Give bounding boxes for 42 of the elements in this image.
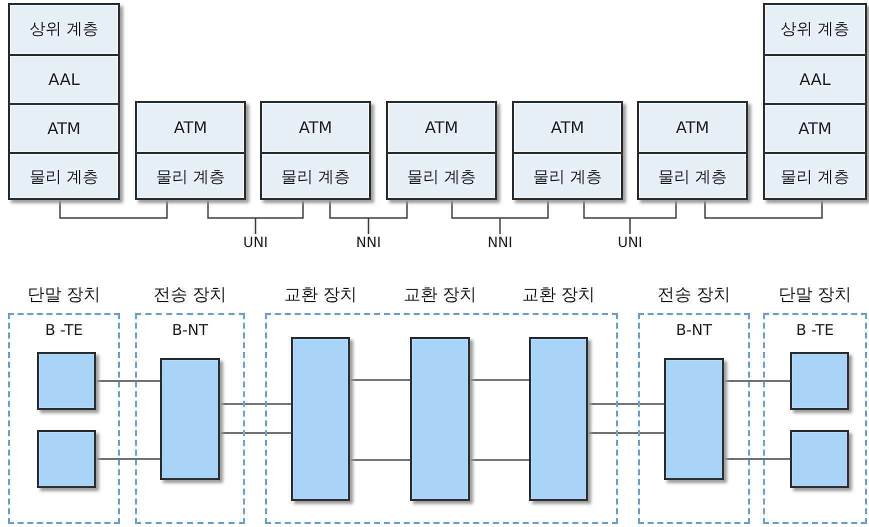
layer-label: 상위 계층 — [28, 18, 100, 40]
layer-label: AAL — [765, 54, 865, 103]
device-box — [37, 430, 96, 488]
layer-label: ATM — [550, 117, 586, 139]
layer-label: 물리 계층 — [639, 152, 746, 201]
device-label: B-NT — [170, 321, 210, 339]
device-box — [664, 358, 724, 480]
device-heading: 교환 장치 — [402, 284, 478, 306]
protocol-stack — [763, 3, 867, 200]
device-label: B -TE — [795, 321, 835, 339]
protocol-stack — [512, 101, 623, 200]
device-box — [160, 358, 220, 480]
layer-label: ATM — [424, 117, 460, 139]
layer-label: 물리 계층 — [514, 152, 621, 201]
group-heading: 단말 장치 — [26, 284, 102, 306]
protocol-stack — [637, 101, 748, 200]
device-box — [790, 352, 849, 410]
device-box — [790, 430, 849, 488]
protocol-stack — [8, 3, 120, 200]
layer-label: 물리 계층 — [10, 152, 118, 201]
layer-label: ATM — [765, 103, 865, 152]
layer-label: 물리 계층 — [262, 152, 369, 201]
device-heading: 교환 장치 — [282, 284, 358, 306]
layer-label: 물리 계층 — [137, 152, 244, 201]
layer-label: 물리 계층 — [765, 152, 865, 201]
protocol-stack — [260, 101, 371, 200]
group-heading: 전송 장치 — [152, 284, 228, 306]
layer-label: AAL — [10, 54, 118, 103]
layer-label: ATM — [10, 103, 118, 152]
protocol-stack — [386, 101, 497, 200]
group-heading: 전송 장치 — [656, 284, 732, 306]
layer-label: ATM — [298, 117, 334, 139]
layer-label: ATM — [172, 117, 208, 139]
layer-label: ATM — [674, 117, 710, 139]
layer-label: 물리 계층 — [388, 152, 495, 201]
protocol-stack — [135, 101, 246, 200]
device-label: B -TE — [44, 321, 84, 339]
device-label: B-NT — [674, 321, 714, 339]
layer-label: 상위 계층 — [779, 18, 851, 40]
device-box — [37, 352, 96, 410]
device-heading: 교환 장치 — [520, 284, 596, 306]
group-heading: 단말 장치 — [777, 284, 853, 306]
